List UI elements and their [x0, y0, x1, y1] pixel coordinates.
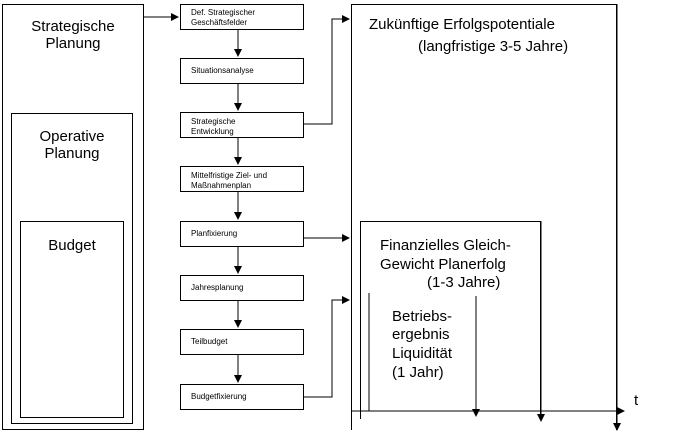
flow-label-massnahmenplan: Mittelfristige Ziel- und Maßnahmenplan — [191, 171, 268, 190]
flow-box-planfixierung — [180, 221, 304, 247]
finanz-line-3: (1-3 Jahre) — [427, 274, 501, 291]
flow-box-massnahmenplan — [180, 166, 304, 192]
flow-label-budgetfixierung: Budgetfixierung — [191, 392, 247, 401]
flow-label-situationsanalyse: Situationsanalyse — [191, 66, 254, 75]
erfolgspotentiale-title: Zukünftige Erfolgspotentiale — [369, 16, 555, 33]
budget-label: Budget — [48, 237, 96, 254]
betrieb-line-2: ergebnis — [392, 326, 450, 343]
flow-box-geschaeftsfelder — [180, 4, 304, 30]
flow-box-budgetfixierung — [180, 384, 304, 410]
betrieb-line-4: (1 Jahr) — [392, 364, 444, 381]
flow-box-teilbudget — [180, 329, 304, 355]
strategische-planung-label: Strategische Planung — [31, 18, 115, 53]
betrieb-line-3: Liquidität — [392, 345, 453, 362]
betrieb-line-1: Betriebs- — [392, 308, 453, 325]
finanz-line-1: Finanzielles Gleich- — [380, 237, 511, 254]
arrow-entwicklung-to-erfolg — [304, 15, 350, 125]
flow-box-situationsanalyse — [180, 58, 304, 84]
flow-label-teilbudget: Teilbudget — [191, 337, 228, 346]
finanzielles-gleichgewicht-box — [360, 221, 541, 419]
arrow-budget-to-betrieb — [304, 296, 350, 398]
flow-label-strategische-entwicklung: Strategische Entwicklung — [191, 117, 236, 136]
flow-box-strategische-entwicklung — [180, 112, 304, 138]
erfolgspotentiale-subtitle: (langfristige 3-5 Jahre) — [418, 38, 569, 55]
operative-planung-label: Operative Planung — [39, 128, 105, 163]
flow-label-geschaeftsfelder: Def. Strategischer Geschäftsfelder — [191, 8, 256, 27]
flow-box-jahresplanung — [180, 275, 304, 301]
budget-box — [20, 221, 124, 418]
time-axis-label: t — [634, 392, 639, 409]
flow-label-planfixierung: Planfixierung — [191, 229, 238, 238]
flow-label-jahresplanung: Jahresplanung — [191, 283, 244, 292]
finanz-line-2: Gewicht Planerfolg — [380, 256, 506, 273]
